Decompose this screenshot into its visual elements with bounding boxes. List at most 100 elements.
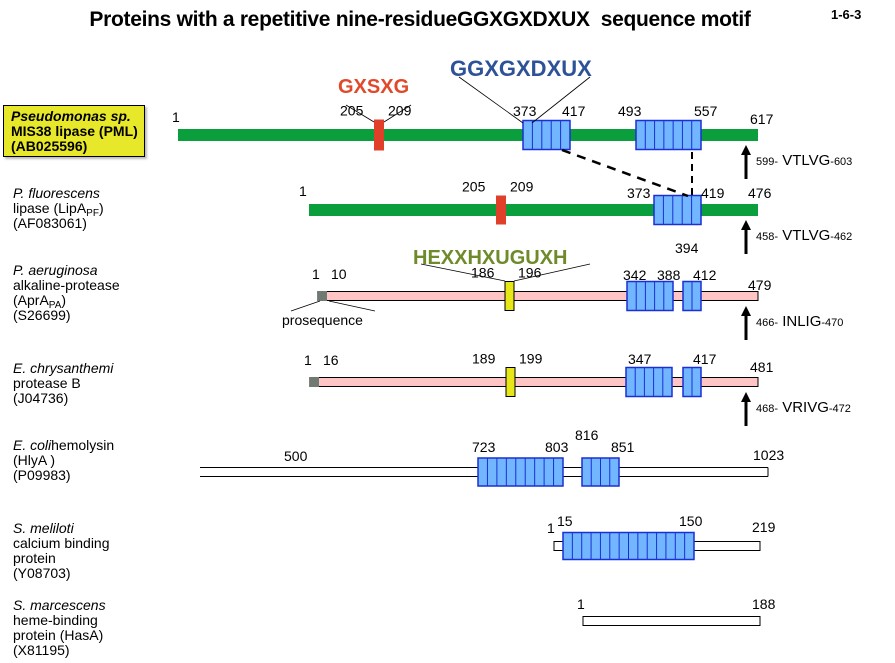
site-start-label: 186 xyxy=(471,265,495,281)
block-start-label: 347 xyxy=(628,351,652,367)
name-subscript: PA xyxy=(48,300,62,311)
protein-name-2: protein (HasA) xyxy=(13,627,104,643)
start-label-pml: 1 xyxy=(172,109,180,125)
block-end-label: 557 xyxy=(694,103,718,119)
start-label-lipapf: 1 xyxy=(299,183,307,199)
protein-label-lipapf: P. fluorescens lipase (LipAPF) (AF083061… xyxy=(13,186,104,231)
site-lipapf xyxy=(496,195,506,225)
accession: (S26699) xyxy=(13,307,71,323)
c-terminal-arrow-icon xyxy=(741,392,751,402)
block-end-label: 388 xyxy=(657,267,681,283)
name-suffix: ) xyxy=(98,200,104,216)
page-title: Proteins with a repetitive nine-residueG… xyxy=(0,8,840,32)
site-aprapa xyxy=(504,281,515,311)
motif-leader xyxy=(345,104,375,123)
protein-abbrev: (AprAPA) xyxy=(13,292,120,311)
c-terminal-arrow-icon xyxy=(741,145,751,155)
backbone-pml xyxy=(178,129,758,141)
c-terminal-motif: 599- VTLVG-603 xyxy=(756,152,852,169)
protein-label-hasa: S. marcescens heme-binding protein (HasA… xyxy=(13,598,106,658)
block-end-label: 419 xyxy=(701,185,725,201)
protein-name: alkaline-protease xyxy=(13,277,120,293)
protein-name: heme-binding xyxy=(13,612,98,628)
c-terminal-motif: 458- VTLVG-462 xyxy=(756,227,852,244)
name-suffix: ) xyxy=(61,292,67,308)
accession: (AF083061) xyxy=(13,215,87,231)
backbone-hasa xyxy=(582,616,761,626)
site-end-label: 209 xyxy=(388,103,412,119)
accession: (AB025596) xyxy=(11,138,88,154)
species: P. aeruginosa xyxy=(13,262,98,278)
end-label-aprapa: 479 xyxy=(748,277,772,293)
protein-name: calcium binding xyxy=(13,535,110,551)
prosequence-leader xyxy=(290,300,321,312)
title-motif: GGXGXDXUX xyxy=(456,8,590,31)
species: E. chrysanthemi xyxy=(13,360,114,376)
repeat-block-aprapa-0 xyxy=(626,280,674,312)
motif-leader xyxy=(531,76,591,124)
block-start-label: 15 xyxy=(557,513,573,529)
motif-leader xyxy=(458,76,524,124)
prosequence-prtb xyxy=(310,377,319,387)
block-start-label: 723 xyxy=(472,439,496,455)
protein-label-prtb: E. chrysanthemi protease B (J04736) xyxy=(13,361,113,406)
protein-label-smel: S. meliloti calcium binding protein (Y08… xyxy=(13,521,110,581)
name-prefix: lipase (LipA xyxy=(13,200,87,216)
accession: (P09983) xyxy=(13,467,71,483)
c-terminal-arrow-icon xyxy=(741,220,751,230)
block-start-label: 394 xyxy=(675,240,699,256)
repeat-block-hlya-0 xyxy=(477,457,564,487)
block-end-label: 150 xyxy=(679,513,703,529)
prosequence-label: prosequence xyxy=(282,312,363,328)
protein-name-2: protein xyxy=(13,550,56,566)
prosequence-aprapa xyxy=(318,291,327,301)
block-start-label: 493 xyxy=(618,103,642,119)
c-terminal-arrow-icon xyxy=(741,306,751,316)
site-start-label: 189 xyxy=(472,351,496,367)
motif-label-ggxgxdxux: GGXGXDXUX xyxy=(450,56,592,81)
block-end-label: 412 xyxy=(693,267,717,283)
motif-leader xyxy=(420,263,506,282)
accession: (Y08703) xyxy=(13,565,71,581)
repeat-block-prtb-0 xyxy=(625,366,673,398)
protein-label-aprapa: P. aeruginosa alkaline-protease (AprAPA)… xyxy=(13,263,120,323)
site-end-label: 199 xyxy=(519,351,543,367)
protein-name: protease B xyxy=(13,375,81,391)
block-end-label: 417 xyxy=(693,351,717,367)
species: S. meliloti xyxy=(13,520,74,536)
start-label-hasa: 1 xyxy=(577,596,585,612)
site-pml xyxy=(374,119,384,151)
protein-name: (HlyA ) xyxy=(13,452,55,468)
protein-name: MIS38 lipase (PML) xyxy=(11,123,138,139)
name-inline: hemolysin xyxy=(51,437,115,453)
prosequence-end-label: 10 xyxy=(331,266,347,282)
end-label-smel: 219 xyxy=(752,519,776,535)
name-subscript: PF xyxy=(86,208,99,219)
species: E. coli xyxy=(13,437,52,453)
block-end-label: 851 xyxy=(611,439,635,455)
accession: (J04736) xyxy=(13,390,69,406)
block-start-label: 373 xyxy=(627,185,651,201)
site-start-label: 205 xyxy=(462,179,486,195)
repeat-block-lipapf-0 xyxy=(653,194,702,226)
protein-label-pml: Pseudomonas sp. MIS38 lipase (PML) (AB02… xyxy=(3,105,145,157)
motif-leader xyxy=(383,104,412,123)
end-label-pml: 617 xyxy=(750,111,774,127)
start-label-hlya: 500 xyxy=(284,448,308,464)
species: P. fluorescens xyxy=(13,185,100,201)
start-label-smel: 1 xyxy=(547,520,555,536)
block-start-label: 342 xyxy=(623,267,647,283)
repeat-block-pml-0 xyxy=(522,119,571,151)
slide-number: 1-6-3 xyxy=(831,7,862,22)
block-start-label: 373 xyxy=(513,103,537,119)
protein-label-hlya: E. colihemolysin (HlyA ) (P09983) xyxy=(13,438,114,483)
start-label: 1 xyxy=(312,266,320,282)
start-label: 1 xyxy=(304,352,312,368)
species: S. marcescens xyxy=(13,597,106,613)
title-suffix: sequence motif xyxy=(589,8,751,31)
end-label-prtb: 481 xyxy=(750,359,774,375)
prosequence-end-label: 16 xyxy=(323,352,339,368)
end-label-hasa: 188 xyxy=(752,596,776,612)
motif-leader xyxy=(513,263,591,282)
